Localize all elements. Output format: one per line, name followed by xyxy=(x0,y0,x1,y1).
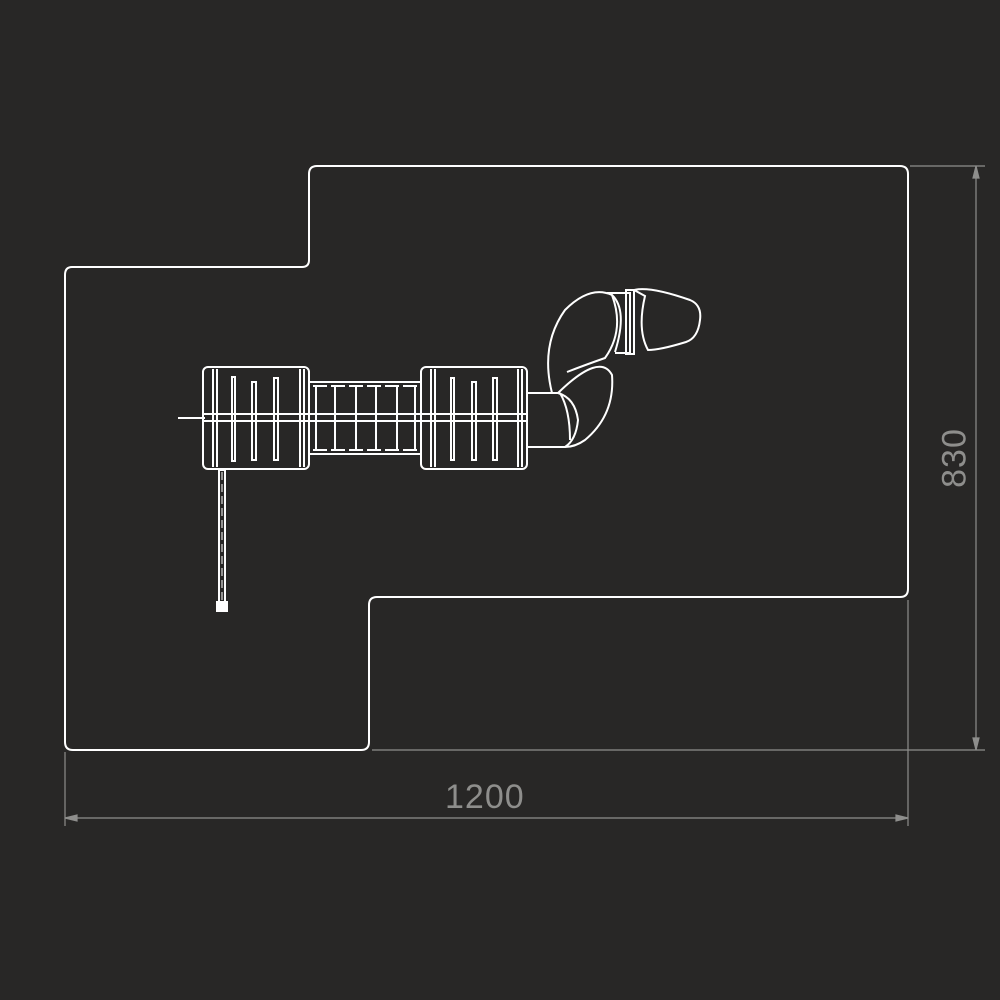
left-tower xyxy=(202,366,310,470)
safety-zone-outline xyxy=(64,165,909,751)
dimension-lines xyxy=(64,165,985,826)
right-tower xyxy=(420,366,528,470)
height-dimension-label: 830 xyxy=(935,428,974,488)
bridge xyxy=(308,381,422,455)
tube-slide xyxy=(527,288,702,448)
ladder xyxy=(216,469,228,612)
play-structure xyxy=(178,288,702,612)
width-dimension-label: 1200 xyxy=(445,778,525,816)
